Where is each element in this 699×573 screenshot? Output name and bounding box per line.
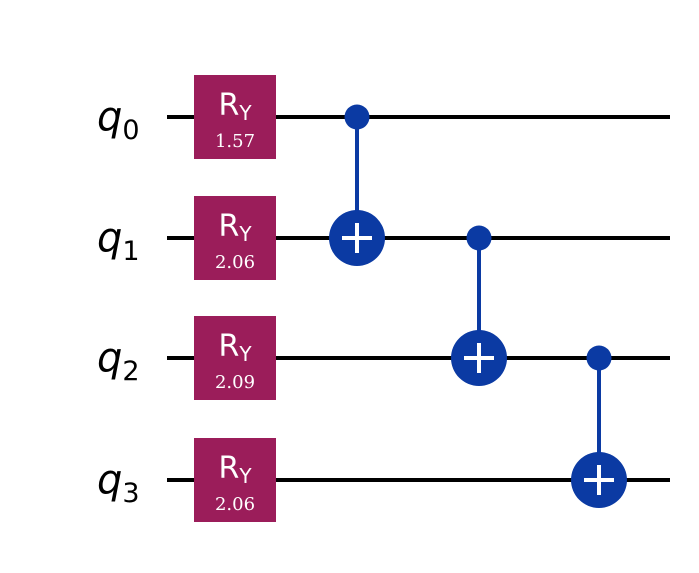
ry-gate-0: RY 1.57 [194, 75, 276, 159]
ry-gate-label-sub: Y [238, 222, 252, 246]
qubit-label-index: 0 [122, 115, 139, 146]
qubit-label-2: q2 [97, 335, 140, 387]
cnot-control-dot [466, 225, 492, 251]
ry-gate-param: 1.57 [215, 131, 255, 152]
ry-gate-label: RY [218, 329, 252, 366]
cnot-control-dot [344, 104, 370, 130]
ry-gate-label: RY [218, 209, 252, 246]
ry-gate-param: 2.06 [215, 252, 255, 273]
ry-gate-1: RY 2.06 [194, 196, 276, 280]
qubit-label-1: q1 [97, 215, 140, 267]
ry-gate-label-sub: Y [238, 101, 252, 125]
qubit-label-name: q [97, 457, 122, 503]
qubit-label-index: 1 [122, 236, 139, 267]
cnot-control-dot [586, 345, 612, 371]
cnot-gate-0 [329, 104, 385, 266]
ry-gate-box [194, 196, 276, 280]
ry-gate-box [194, 75, 276, 159]
ry-gate-box [194, 438, 276, 522]
qubit-label-3: q3 [97, 457, 140, 509]
qubit-label-name: q [97, 215, 122, 261]
qubit-label-0: q0 [97, 94, 140, 146]
cnot-gates [329, 104, 627, 508]
ry-gate-param: 2.09 [215, 372, 255, 393]
qubit-label-index: 2 [122, 356, 139, 387]
ry-gate-label: RY [218, 451, 252, 488]
ry-gate-3: RY 2.06 [194, 438, 276, 522]
ry-gate-label-sub: Y [238, 342, 252, 366]
ry-gate-label-main: R [218, 451, 239, 486]
ry-gate-label-sub: Y [238, 464, 252, 488]
ry-gate-box [194, 316, 276, 400]
qubit-label-name: q [97, 335, 122, 381]
cnot-gate-2 [571, 345, 627, 508]
wires [167, 115, 670, 482]
cnot-gate-1 [451, 225, 507, 386]
ry-gate-2: RY 2.09 [194, 316, 276, 400]
ry-gate-label: RY [218, 88, 252, 125]
qubit-label-name: q [97, 94, 122, 140]
ry-gate-label-main: R [218, 329, 239, 364]
ry-gate-label-main: R [218, 88, 239, 123]
qubit-label-index: 3 [122, 478, 139, 509]
ry-gate-label-main: R [218, 209, 239, 244]
ry-gate-param: 2.06 [215, 494, 255, 515]
